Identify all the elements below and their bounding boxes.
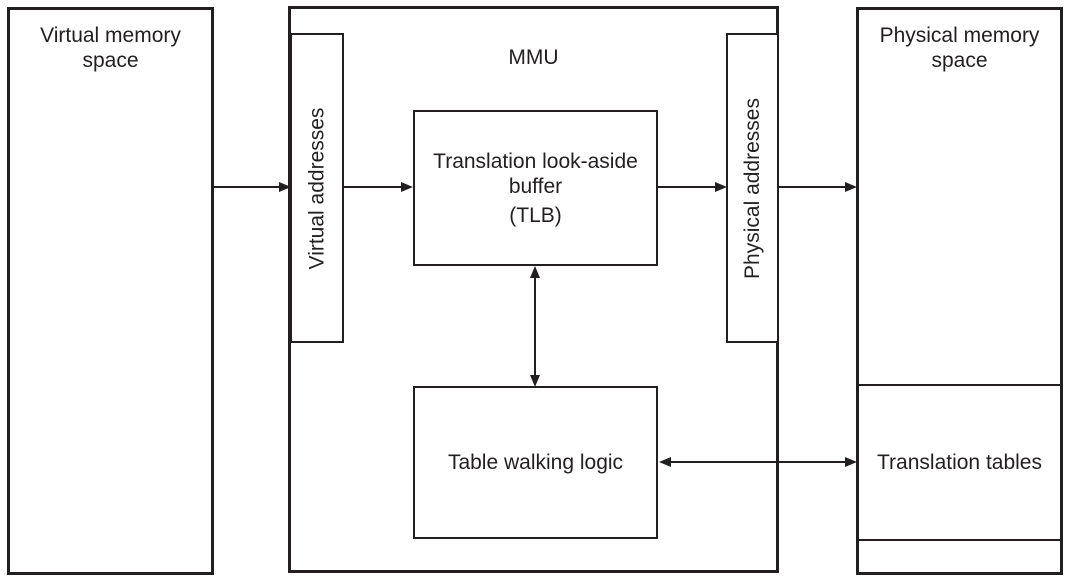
arrow-virtual-addresses-to-tlb: [344, 182, 413, 192]
arrow-line: [534, 276, 536, 377]
physical-memory-space-box: Physical memory space Translation tables: [856, 7, 1063, 575]
translation-tables-label: Translation tables: [877, 451, 1042, 474]
arrowhead-right-icon: [715, 182, 727, 192]
tlb-box: Translation look-aside buffer (TLB): [413, 110, 658, 266]
arrowhead-left-icon: [659, 457, 671, 467]
arrow-table-walking-translation-tables-bidirectional: [659, 457, 857, 467]
tlb-abbreviation: (TLB): [509, 203, 562, 227]
physical-addresses-label: Physical addresses: [741, 97, 765, 279]
table-walking-logic-label: Table walking logic: [447, 451, 624, 474]
arrow-line: [344, 186, 401, 188]
arrowhead-right-icon: [845, 457, 857, 467]
table-walking-logic-box: Table walking logic: [413, 386, 658, 539]
arrow-line: [779, 186, 845, 188]
mmu-label: MMU: [508, 46, 559, 69]
arrow-tlb-table-walking-bidirectional: [530, 266, 540, 387]
arrow-tlb-to-physical-addresses: [658, 182, 727, 192]
arrow-physical-addresses-to-physical-memory: [779, 182, 857, 192]
arrowhead-right-icon: [279, 182, 291, 192]
virtual-memory-space-label: Virtual memory space: [40, 24, 181, 72]
virtual-memory-space-box: Virtual memory space: [7, 7, 214, 575]
arrowhead-right-icon: [401, 182, 413, 192]
arrow-virtual-memory-to-virtual-addresses: [213, 182, 291, 192]
virtual-addresses-box: Virtual addresses: [290, 33, 344, 343]
arrowhead-right-icon: [845, 182, 857, 192]
arrowhead-up-icon: [530, 266, 540, 278]
physical-memory-bottom-strip: [859, 541, 1060, 572]
physical-addresses-box: Physical addresses: [726, 33, 779, 343]
arrowhead-down-icon: [530, 375, 540, 387]
arrow-line: [658, 186, 715, 188]
tlb-title: Translation look-aside buffer: [433, 149, 638, 198]
physical-memory-space-section: Physical memory space: [859, 10, 1060, 384]
physical-memory-space-label: Physical memory space: [879, 24, 1040, 72]
arrow-line: [213, 186, 279, 188]
translation-tables-section: Translation tables: [859, 384, 1060, 541]
virtual-addresses-label: Virtual addresses: [305, 107, 329, 269]
arrow-line: [669, 461, 847, 463]
